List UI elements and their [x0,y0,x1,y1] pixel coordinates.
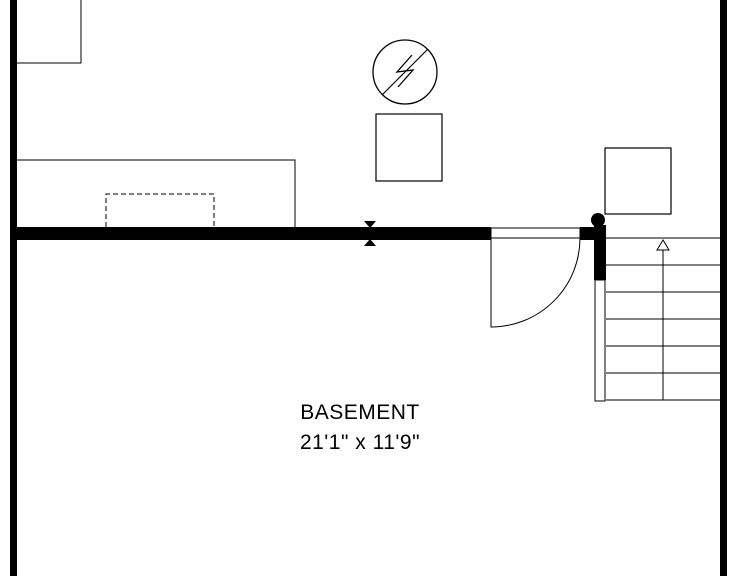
upper-cabinet [17,0,82,64]
wall-marker-bottom [364,239,376,246]
stairs-up-arrow-icon [656,239,670,251]
wall-stub [580,227,594,240]
dim-tick-left-bottom [10,508,16,520]
door-swing [490,237,581,328]
counter [17,159,296,227]
interior-wall [17,227,491,240]
room-dimensions-label: 21'1" x 11'9" [299,431,421,454]
wall-post [591,213,605,227]
wall-marker-top [364,221,376,228]
stair-rail [594,279,606,402]
dim-tick-right-bottom [721,508,727,520]
right-exterior-wall [720,0,727,576]
panel-slash [381,48,429,96]
stair-wall [594,225,606,280]
equipment-box-center [375,113,443,182]
equipment-box-right [604,147,672,215]
dim-tick-right-top [721,3,727,15]
dim-tick-left-top [10,3,16,15]
dim-tick-left-mid [10,229,16,241]
door-frame [490,227,581,239]
dim-tick-right-mid [721,229,727,241]
stairs [606,237,720,401]
lightning-bolt [395,54,415,88]
sink-outline [105,193,215,227]
left-exterior-wall [10,0,17,576]
room-name-label: BASEMENT [300,401,420,424]
